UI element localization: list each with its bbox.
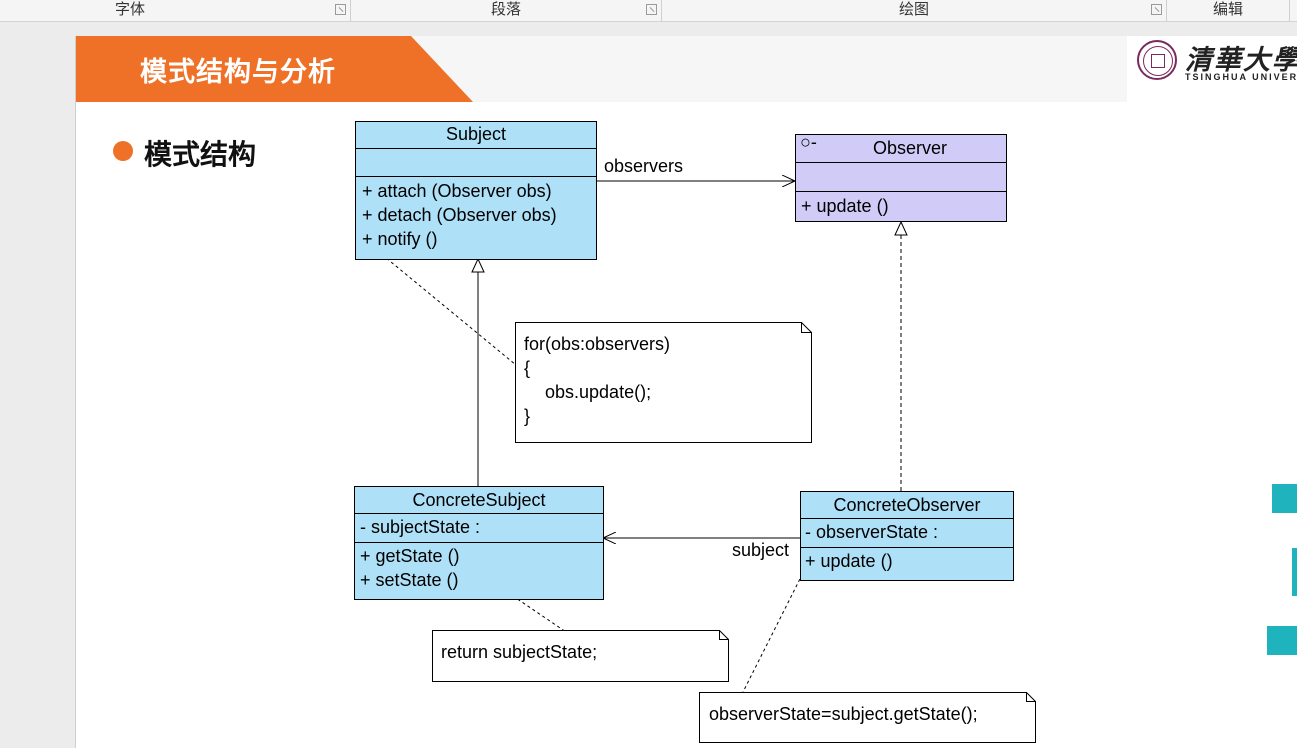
drawing-dialog-launcher-icon[interactable] (1151, 4, 1162, 15)
note-update-text: observerState=subject.getState(); (709, 704, 978, 724)
interface-observer-name: Observer (873, 138, 947, 158)
note-update[interactable]: observerState=subject.getState(); (699, 692, 1036, 743)
note-getstate-fold-icon (719, 630, 729, 640)
class-concrete-subject[interactable]: ConcreteSubject - subjectState : + getSt… (354, 486, 604, 600)
class-concrete-observer-op-update: + update () (805, 551, 893, 571)
interface-observer-box (795, 134, 1007, 222)
note-link-update (741, 562, 809, 695)
logo-english-text: TSINGHUA UNIVERSITY (1185, 72, 1297, 82)
ribbon-group-drawing-label: 绘图 (898, 0, 929, 18)
slide-title: 模式结构与分析 (140, 57, 336, 88)
ribbon-group-editing-label: 编辑 (1212, 0, 1243, 18)
interface-observer[interactable]: ○- Observer + update () (795, 132, 1007, 222)
note-notify-fold-icon (801, 322, 812, 333)
decoration-block-1 (1272, 484, 1297, 513)
ribbon-group-drawing: 绘图 (662, 0, 1167, 22)
note-update-shape (699, 692, 1036, 743)
class-concrete-observer[interactable]: ConcreteObserver - observerState : + upd… (800, 491, 1014, 581)
note-getstate-shape (432, 630, 729, 682)
association-subject-label: subject (732, 540, 789, 560)
ribbon-group-editing: 编辑 (1167, 0, 1290, 22)
class-concrete-subject-op-getstate: + getState () (360, 546, 460, 566)
paragraph-dialog-launcher-icon[interactable] (646, 4, 657, 15)
note-notify-line-2: { (524, 358, 530, 378)
title-tab (76, 36, 473, 102)
note-notify-line-1: for(obs:observers) (524, 334, 670, 354)
class-subject-op-detach: + detach (Observer obs) (362, 205, 557, 225)
note-getstate[interactable]: return subjectState; (432, 630, 729, 682)
ribbon-group-paragraph: 段落 (351, 0, 662, 22)
note-getstate-text: return subjectState; (441, 642, 597, 662)
logo-chinese-text: 清華大學出 (1185, 45, 1297, 76)
bullet-dot-icon (113, 141, 133, 161)
class-subject-name: Subject (446, 124, 506, 144)
class-subject-op-attach: + attach (Observer obs) (362, 181, 552, 201)
font-dialog-launcher-icon[interactable] (335, 4, 346, 15)
bullet-heading: 模式结构 (144, 138, 257, 171)
class-concrete-subject-op-setstate: + setState () (360, 570, 459, 590)
class-subject[interactable]: Subject + attach (Observer obs) + detach… (355, 121, 597, 260)
note-update-fold-icon (1026, 692, 1036, 702)
note-notify-line-3: obs.update(); (545, 382, 651, 402)
ribbon-group-font: 字体 (0, 0, 351, 22)
note-link-notify (367, 242, 517, 366)
university-seal-icon (1137, 40, 1177, 80)
interface-observer-op-update: + update () (801, 196, 889, 216)
tsinghua-logo: 清華大學出 TSINGHUA UNIVERSITY (1127, 36, 1297, 102)
note-notify-line-4: } (524, 406, 530, 426)
association-observers-label: observers (604, 156, 683, 176)
class-subject-box (355, 121, 597, 260)
class-subject-op-notify: + notify () (362, 229, 438, 249)
ribbon-group-labels: 字体 段落 绘图 编辑 (0, 0, 1297, 22)
class-concrete-observer-attr-state: - observerState : (805, 522, 938, 542)
decoration-block-3 (1267, 626, 1297, 655)
ribbon-group-font-label: 字体 (114, 0, 145, 18)
class-concrete-subject-attr-state: - subjectState : (360, 517, 480, 537)
decoration-block-2 (1292, 548, 1297, 596)
class-concrete-observer-box (800, 491, 1014, 581)
interface-stereotype-icon: ○- (800, 132, 817, 152)
class-concrete-subject-name: ConcreteSubject (412, 490, 545, 510)
class-concrete-observer-name: ConcreteObserver (833, 495, 980, 515)
note-notify-shape (515, 322, 812, 443)
note-notify[interactable]: for(obs:observers) { obs.update(); } (515, 322, 812, 443)
ribbon-group-paragraph-label: 段落 (490, 0, 521, 18)
